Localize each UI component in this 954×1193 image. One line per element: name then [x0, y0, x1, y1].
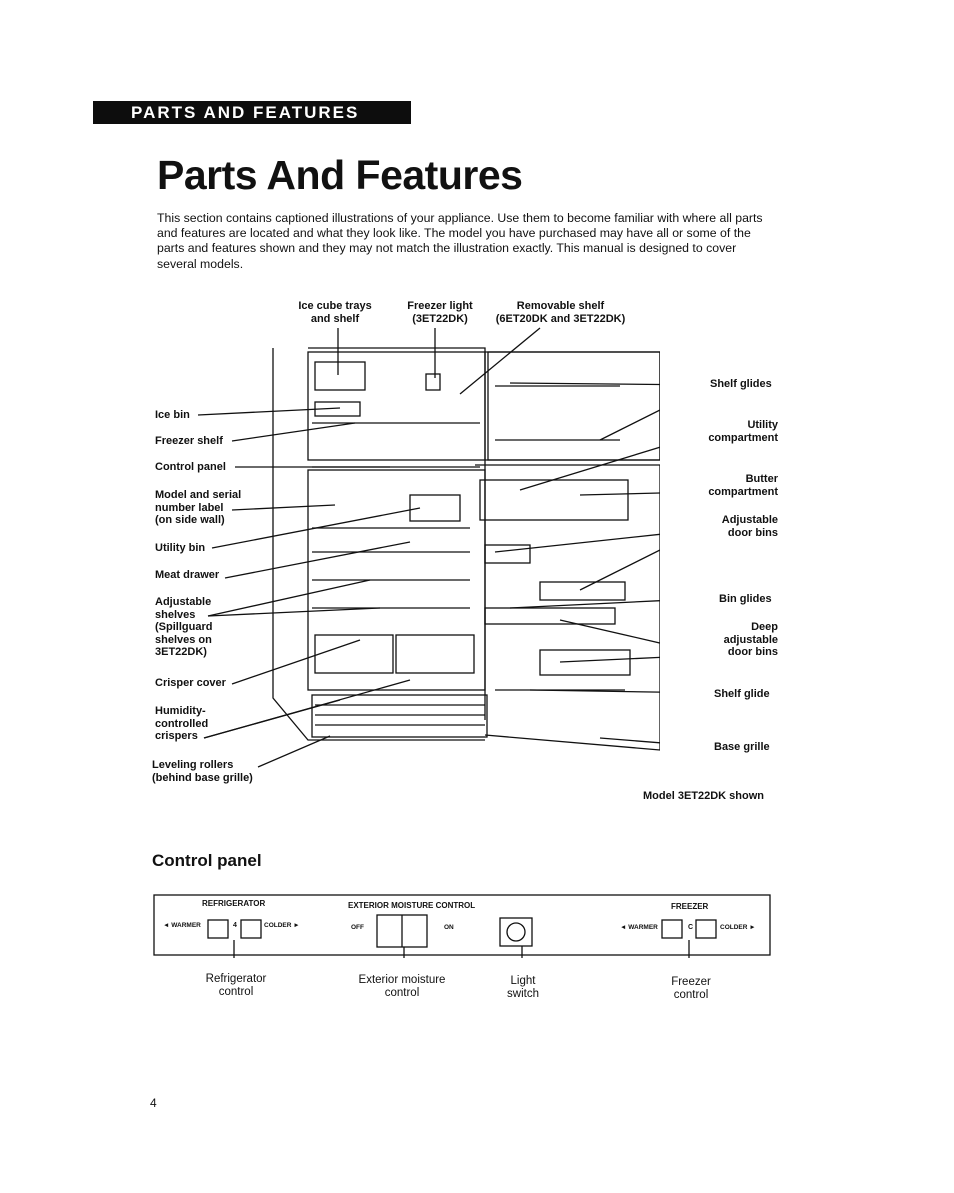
- label-leveling-rollers: Leveling rollers(behind base grille): [152, 759, 253, 784]
- light-switch-button: [506, 922, 526, 942]
- ice-trays: [314, 361, 366, 391]
- door-bin-upper: [484, 544, 531, 564]
- panel-label-warmer: ◄ WARMER: [163, 922, 201, 929]
- crisper-right: [395, 634, 475, 674]
- deep-door-bin: [539, 649, 631, 676]
- panel-label-moisture: EXTERIOR MOISTURE CONTROL: [348, 901, 476, 910]
- label-crisper-cover: Crisper cover: [155, 677, 226, 689]
- control-panel-illustration: [153, 894, 771, 958]
- panel-label-freezer: FREEZER: [671, 902, 709, 911]
- freezer-compartment: [307, 351, 486, 461]
- page-title: Parts And Features: [157, 152, 523, 198]
- door-bin-middle: [539, 581, 626, 601]
- butter-compartment: [479, 479, 629, 521]
- label-utility-bin: Utility bin: [155, 542, 206, 554]
- panel-label-colder: COLDER ►: [264, 922, 300, 929]
- label-ice-bin: Ice bin: [155, 409, 190, 421]
- utility-bin: [409, 494, 461, 522]
- freezer-dial-left: [661, 919, 683, 939]
- refrigerator-dial-right: [240, 919, 262, 939]
- label-freezer-shelf: Freezer shelf: [155, 435, 223, 447]
- panel-label-on: ON: [444, 924, 454, 931]
- label-control-panel: Control panel: [155, 461, 226, 473]
- panel-label-refrigerator: REFRIGERATOR: [202, 899, 266, 908]
- page-number: 4: [150, 1096, 157, 1110]
- section-banner: PARTS AND FEATURES: [93, 101, 411, 124]
- fresh-food-door: [475, 464, 660, 751]
- panel-freezer-warmer: ◄ WARMER: [620, 924, 658, 931]
- base-grille: [311, 694, 488, 738]
- refrigerator-illustration: [197, 327, 660, 768]
- light-switch: [499, 917, 533, 947]
- crisper-left: [314, 634, 394, 674]
- door-bin-lower: [484, 607, 616, 625]
- label-removable-shelf: Removable shelf(6ET20DK and 3ET22DK): [495, 300, 626, 325]
- label-freezer-light: Freezer light(3ET22DK): [407, 300, 473, 325]
- label-base-grille: Base grille: [714, 741, 770, 753]
- panel-freezer-setting: C: [688, 924, 694, 931]
- label-bin-glides: Bin glides: [719, 593, 772, 605]
- cabinet-left-edge: [272, 348, 485, 741]
- panel-frame: [153, 894, 771, 956]
- freezer-door: [485, 351, 660, 461]
- refrigerator-dial-left: [207, 919, 229, 939]
- freezer-dial-right: [695, 919, 717, 939]
- panel-label-off: OFF: [351, 924, 364, 931]
- freezer-door-panel: [487, 351, 660, 461]
- fresh-food-compartment: [307, 469, 486, 691]
- label-shelf-glide: Shelf glide: [714, 688, 770, 700]
- model-note: Model 3ET22DK shown: [643, 790, 765, 802]
- control-panel-heading: Control panel: [152, 851, 262, 870]
- panel-freezer-colder: COLDER ►: [720, 924, 756, 931]
- panel-ref-setting: 4: [233, 922, 237, 929]
- intro-paragraph: This section contains captioned illustra…: [157, 211, 763, 271]
- freezer-light: [425, 373, 441, 391]
- label-shelf-glides: Shelf glides: [710, 378, 772, 390]
- label-meat-drawer: Meat drawer: [155, 569, 220, 581]
